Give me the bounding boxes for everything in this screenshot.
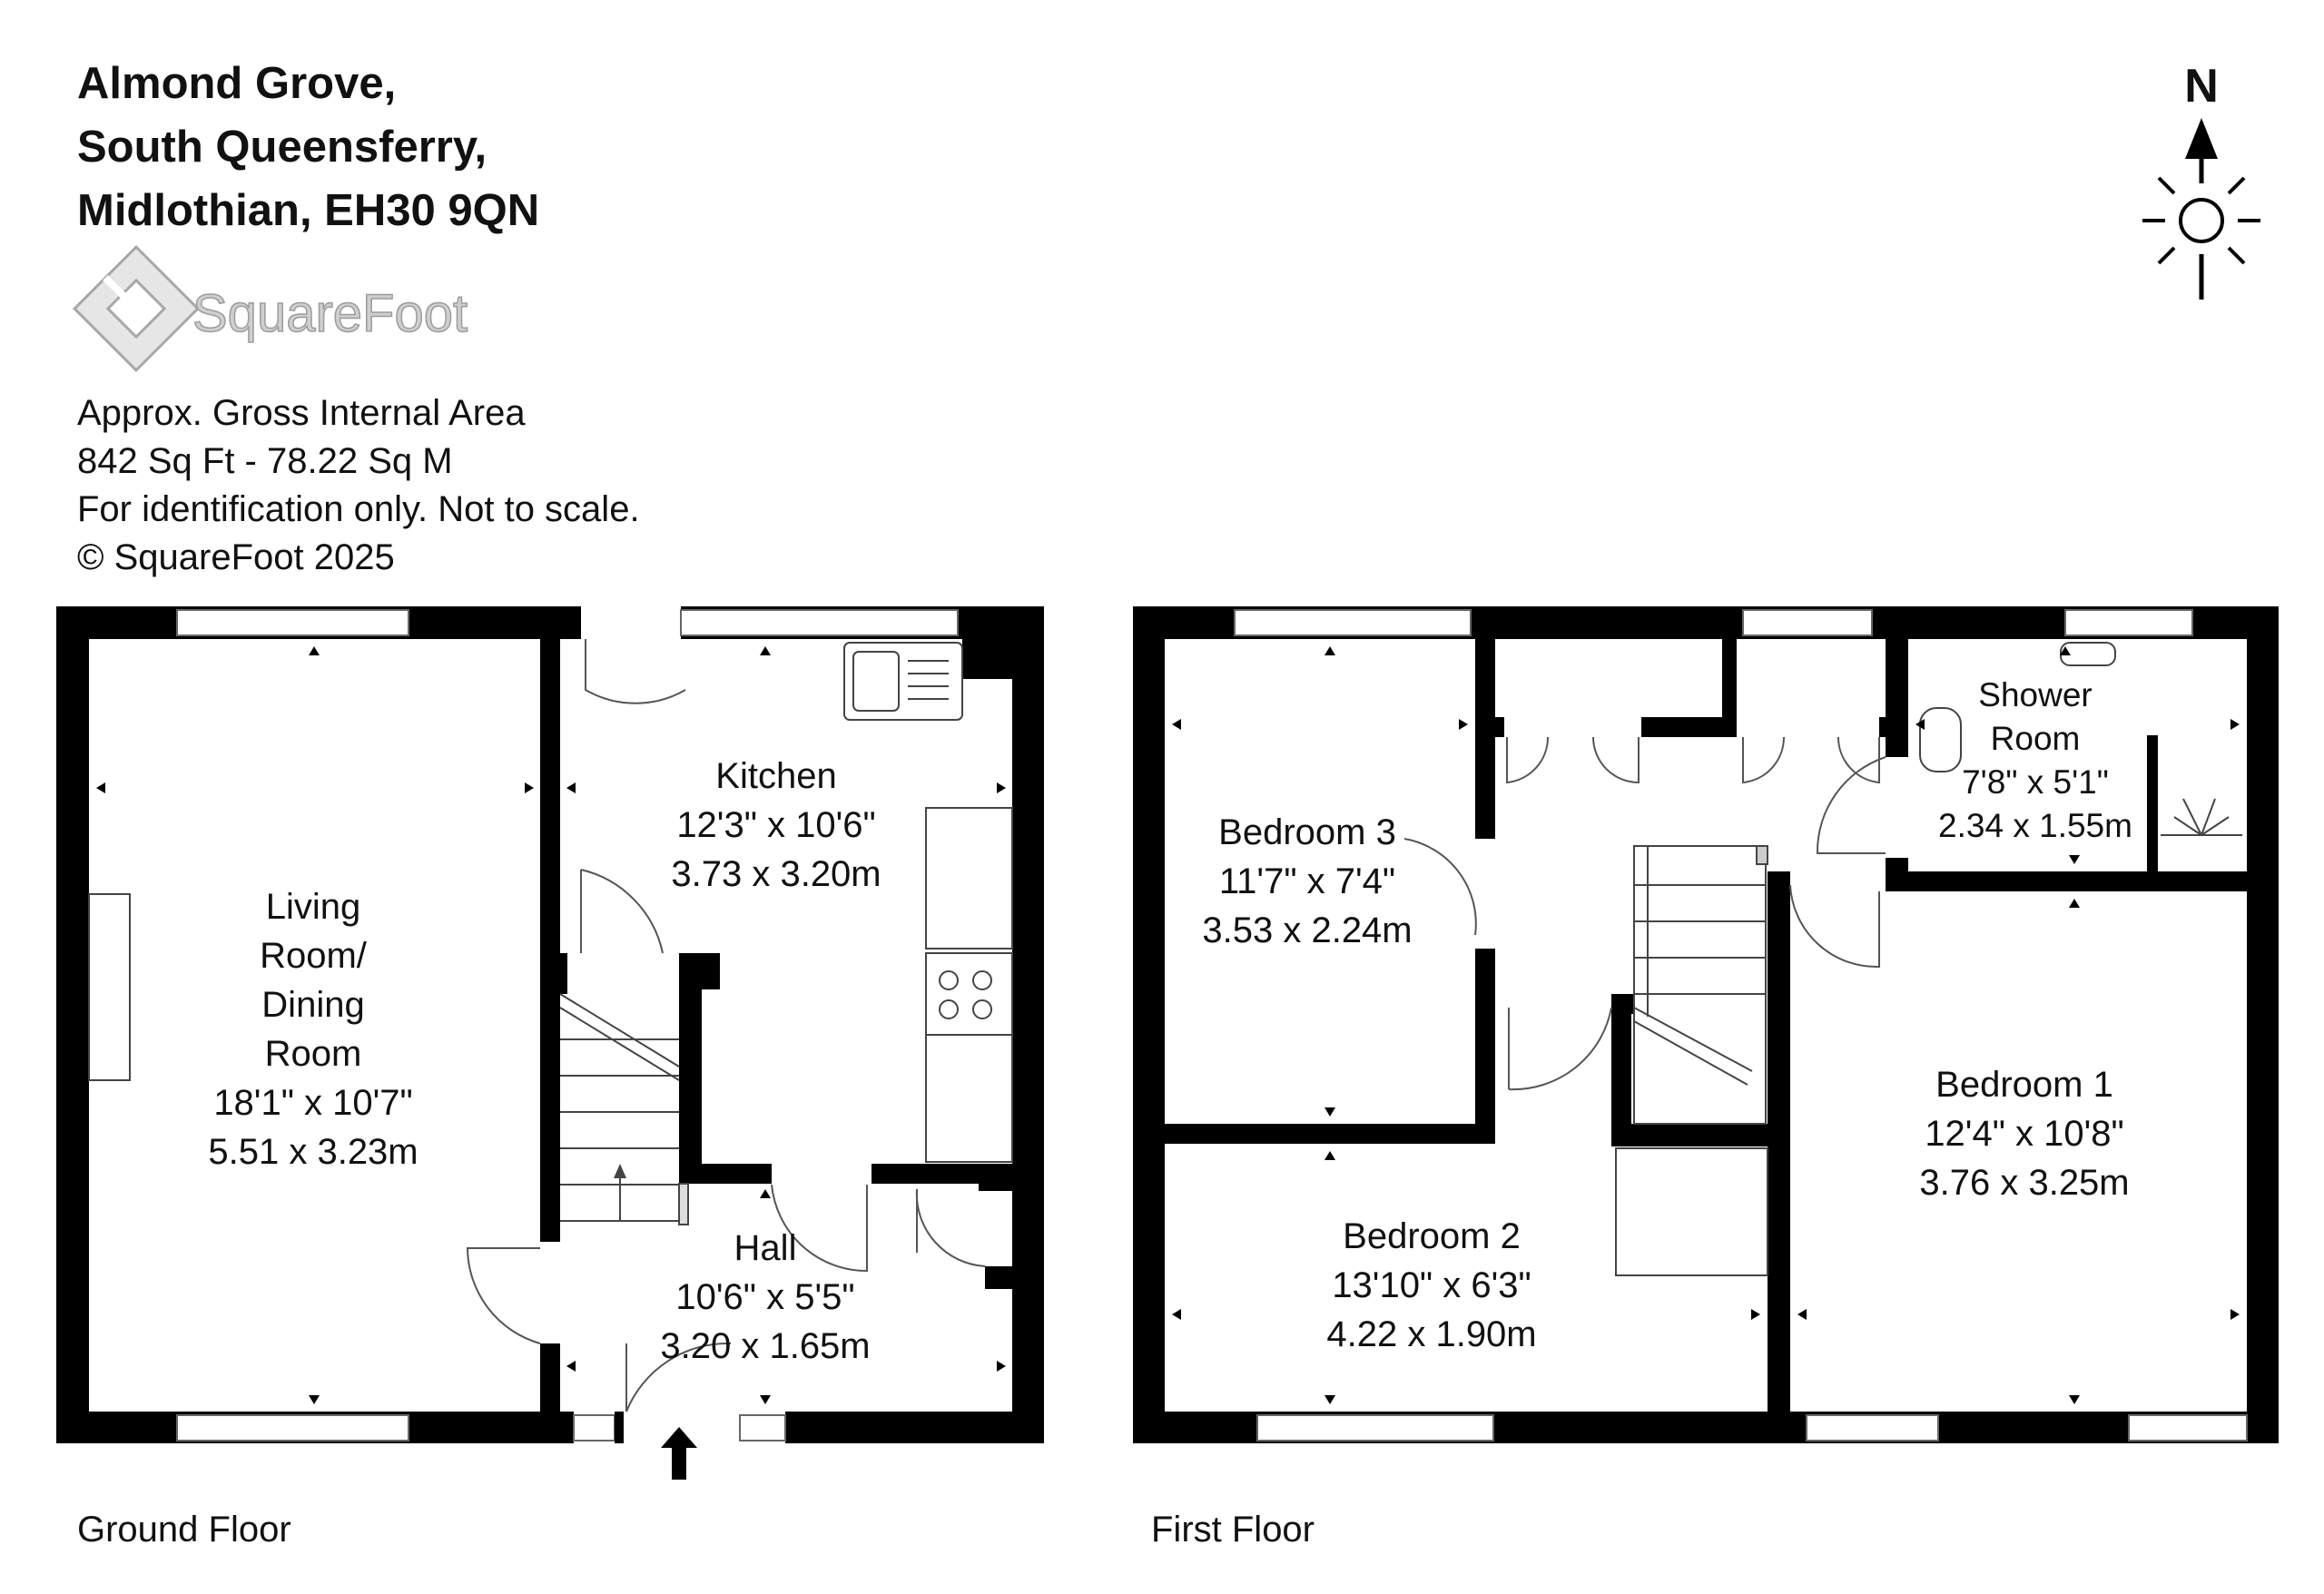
ground-floor-label: Ground Floor	[77, 1510, 291, 1550]
compass-north-label: N	[2184, 60, 2219, 113]
hall-imperial: 10'6" x 5'5"	[675, 1277, 854, 1317]
first-floor-label: First Floor	[1151, 1510, 1315, 1550]
shower-room-metric: 2.34 x 1.55m	[1938, 807, 2132, 844]
hall-metric: 3.20 x 1.65m	[660, 1326, 870, 1366]
squarefoot-logo-icon	[72, 244, 201, 373]
logo-text: SquareFoot	[192, 284, 468, 343]
disclaimer: For identification only. Not to scale.	[77, 489, 640, 529]
bedroom3-imperial: 11'7" x 7'4"	[1219, 861, 1395, 901]
kitchen-imperial: 12'3" x 10'6"	[676, 805, 875, 845]
address-line-3: Midlothian, EH30 9QN	[77, 186, 540, 235]
living-room-name-2: Room/	[260, 936, 368, 976]
living-room-name-4: Room	[265, 1034, 362, 1074]
bedroom1-metric: 3.76 x 3.25m	[1919, 1163, 2129, 1203]
copyright: © SquareFoot 2025	[77, 537, 395, 577]
bedroom3-name: Bedroom 3	[1218, 812, 1396, 852]
kitchen-metric: 3.73 x 3.20m	[671, 854, 881, 894]
address-line-1: Almond Grove,	[77, 59, 397, 108]
hall-name: Hall	[734, 1228, 797, 1268]
address-line-2: South Queensferry,	[77, 123, 487, 172]
living-room-name-3: Dining	[261, 985, 364, 1025]
area-label: Approx. Gross Internal Area	[77, 393, 526, 433]
living-room-metric: 5.51 x 3.23m	[208, 1132, 418, 1172]
shower-room-name-2: Room	[1991, 720, 2081, 757]
bedroom2-metric: 4.22 x 1.90m	[1326, 1314, 1536, 1354]
bedroom1-name: Bedroom 1	[1935, 1065, 2113, 1105]
kitchen-name: Kitchen	[715, 756, 836, 796]
living-room-name-1: Living	[266, 887, 361, 927]
bedroom1-imperial: 12'4" x 10'8"	[1925, 1114, 2123, 1154]
shower-room-name-1: Shower	[1978, 676, 2092, 713]
bedroom2-name: Bedroom 2	[1343, 1216, 1521, 1256]
first-floor-plan: Bedroom 3 11'7" x 7'4" 3.53 x 2.24m Bedr…	[1133, 606, 2279, 1443]
ground-floor-plan: Living Room/ Dining Room 18'1" x 10'7" 5…	[56, 606, 1044, 1480]
shower-room-imperial: 7'8" x 5'1"	[1962, 763, 2109, 801]
area-value: 842 Sq Ft - 78.22 Sq M	[77, 441, 453, 481]
living-room-imperial: 18'1" x 10'7"	[213, 1083, 412, 1123]
bedroom3-metric: 3.53 x 2.24m	[1202, 910, 1412, 950]
entrance-arrow-icon	[661, 1427, 697, 1480]
bedroom2-imperial: 13'10" x 6'3"	[1332, 1265, 1531, 1305]
compass-icon: N	[2142, 60, 2260, 300]
